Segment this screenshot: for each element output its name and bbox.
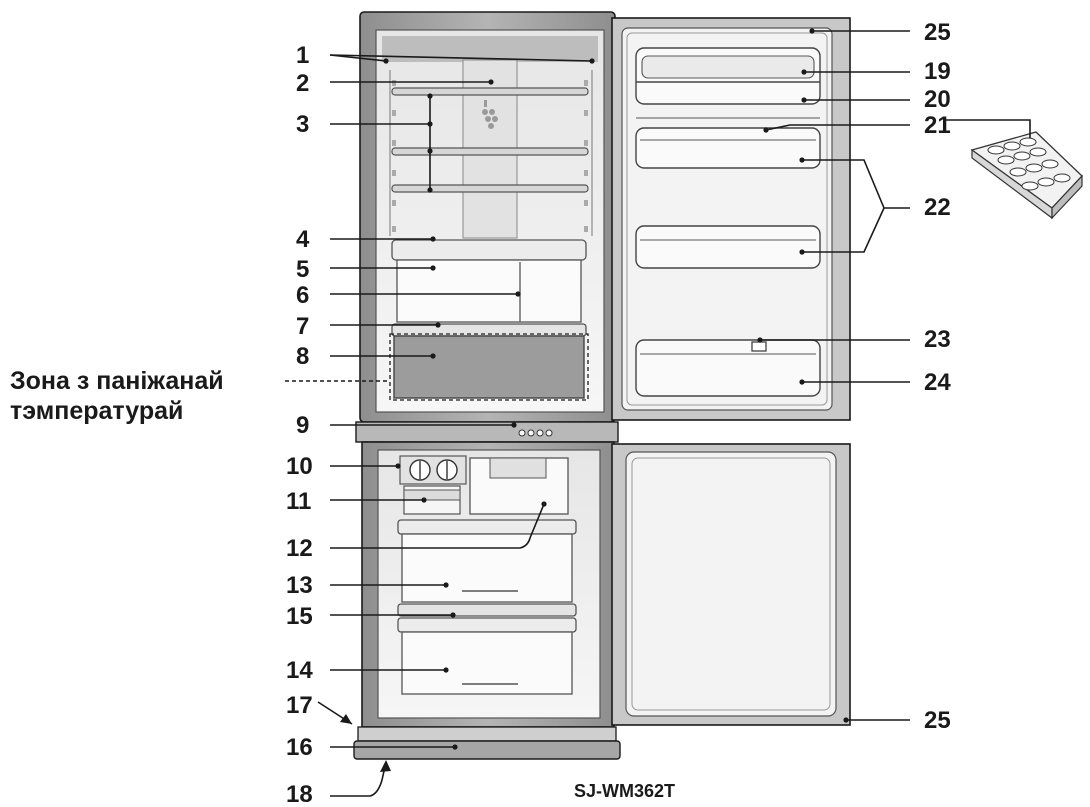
leader-12 [330,503,545,549]
label-10: 10 [286,453,313,480]
leader-11-dot [421,497,427,503]
leader-13-dot [443,582,449,588]
leader-3-bracket-dot-2 [427,187,433,193]
label-15: 15 [286,603,313,630]
leader-22-dot-1 [799,249,805,255]
leader-5-dot [430,265,436,271]
egg-tray-illustration [970,131,1083,220]
leader-14-dot [443,667,449,673]
label-18: 18 [286,781,313,807]
fridge-compartment [359,11,616,423]
label-25-top: 25 [924,19,951,46]
label-1: 1 [296,42,309,69]
label-7: 7 [296,313,309,340]
fridge-door [611,17,851,421]
label-24: 24 [924,369,951,396]
label-3: 3 [296,111,309,138]
leader-21-dot-0 [763,127,769,133]
leader-16-dot [452,744,458,750]
freezer-door [611,443,851,726]
label-6: 6 [296,282,309,309]
arrow-17 [340,714,352,724]
leader-12-dot-0 [541,501,547,507]
label-5: 5 [296,256,309,283]
label-9: 9 [296,412,309,439]
base-cover [353,726,621,760]
label-23: 23 [924,326,951,353]
leader-1-dot [589,58,595,64]
leader-1 [329,54,593,62]
leader-21 [765,124,910,131]
label-21: 21 [924,112,951,139]
label-12: 12 [286,535,313,562]
label-2: 2 [296,70,309,97]
leader-1b [329,54,387,62]
leader-22 [802,159,910,253]
zone-label-line-2: тэмпературай [10,397,183,425]
label-13: 13 [286,572,313,599]
model-name: SJ-WM362T [574,781,675,801]
leader-2-dot [488,79,494,85]
leader-9-dot [511,422,517,428]
leader-18 [330,761,387,797]
label-25-bottom: 25 [924,707,951,734]
leader-1b-dot [383,58,389,64]
arrow-18 [380,760,391,772]
leader-egg-tray [944,119,1031,138]
label-8: 8 [296,343,309,370]
label-11: 11 [286,488,311,515]
label-20: 20 [924,86,951,113]
part-labels: 1 2 3 4 5 6 7 8 9 10 11 12 13 15 14 17 1… [286,19,951,807]
leader-10-dot [395,463,401,469]
control-panel [355,421,619,443]
label-17: 17 [286,692,313,719]
leader-19-dot [801,69,807,75]
leader-23-dot [757,337,763,343]
label-19: 19 [924,58,951,85]
leader-25a-dot [809,28,815,34]
leader-24-dot [799,379,805,385]
label-22: 22 [924,194,951,221]
leader-7-dot [435,322,441,328]
label-4: 4 [296,226,310,253]
leader-25b-dot [843,717,849,723]
leader-3-bracket-dot-0 [427,93,433,99]
leader-3-bracket-dot-1 [427,148,433,154]
label-14: 14 [286,657,313,684]
leader-22-dot-0 [799,157,805,163]
leader-lines [285,28,1031,797]
zone-label-line-1: Зона з паніжанай [10,367,224,395]
leader-4-dot [430,236,436,242]
leader-20-dot [801,97,807,103]
leader-6-dot [515,291,521,297]
leader-8-dot [430,353,436,359]
label-16: 16 [286,734,313,761]
leader-15-dot [450,612,456,618]
